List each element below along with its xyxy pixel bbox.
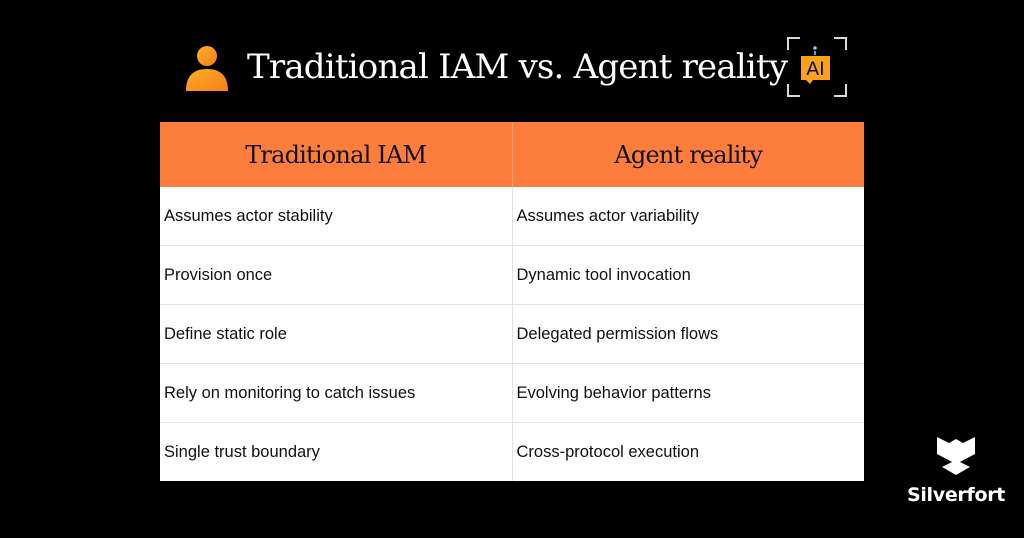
- table-cell: Assumes actor stability: [160, 187, 513, 246]
- column-header-agent-reality: Agent reality: [512, 122, 864, 187]
- table-cell: Evolving behavior patterns: [512, 363, 864, 423]
- table-row: Provision once Dynamic tool invocation: [160, 245, 864, 305]
- table-row: Single trust boundary Cross-protocol exe…: [160, 422, 864, 481]
- table-row: Define static role Delegated permission …: [160, 304, 864, 364]
- table-cell: Cross-protocol execution: [512, 422, 864, 481]
- table-cell: Delegated permission flows: [512, 304, 864, 364]
- ai-chip-icon: AI: [787, 37, 847, 97]
- comparison-table: Traditional IAM Agent reality Assumes ac…: [160, 122, 864, 481]
- page-title: Traditional IAM vs. Agent reality: [247, 47, 788, 87]
- table-cell: Provision once: [160, 245, 513, 305]
- table-row: Rely on monitoring to catch issues Evolv…: [160, 363, 864, 423]
- table-cell: Define static role: [160, 304, 513, 364]
- table-header-row: Traditional IAM Agent reality: [160, 122, 864, 187]
- column-header-traditional-iam: Traditional IAM: [160, 122, 513, 187]
- table-cell: Single trust boundary: [160, 422, 513, 481]
- svg-text:AI: AI: [806, 58, 825, 80]
- table-row: Assumes actor stability Assumes actor va…: [160, 187, 864, 246]
- brand-name: Silverfort: [906, 484, 1006, 506]
- silverfort-logo: Silverfort: [906, 436, 1006, 516]
- table-cell: Assumes actor variability: [516, 206, 699, 225]
- table-cell: Rely on monitoring to catch issues: [160, 363, 513, 423]
- person-icon: [186, 46, 228, 91]
- table-cell: Dynamic tool invocation: [512, 245, 864, 305]
- silverfort-logo-icon: [937, 437, 975, 475]
